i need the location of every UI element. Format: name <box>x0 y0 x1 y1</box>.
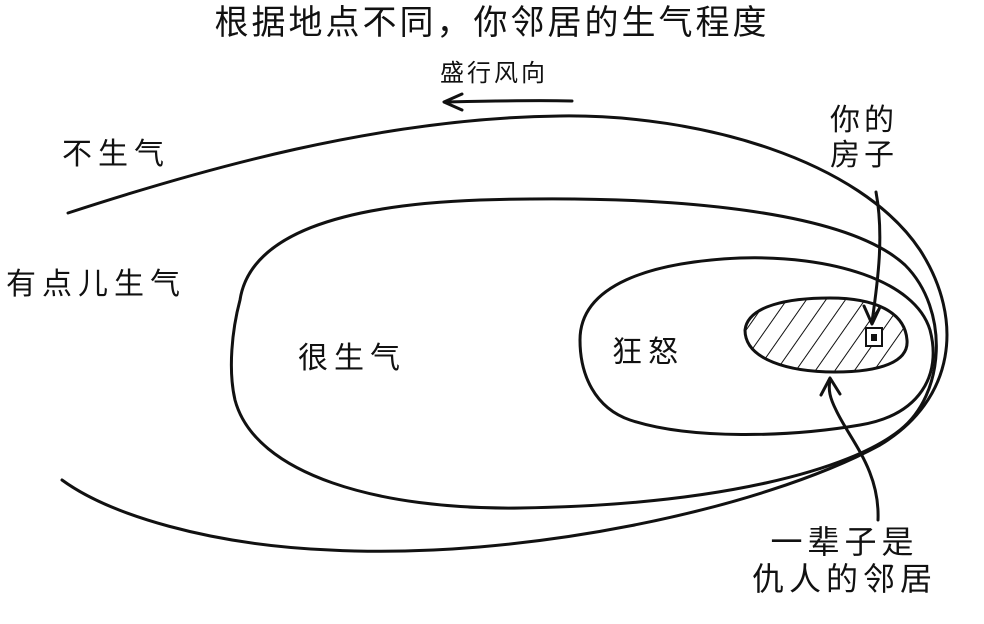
wind-direction-label: 盛行风向 <box>440 59 548 87</box>
zone-label-somewhat-angry: 有点儿生气 <box>6 267 186 302</box>
enemy-pointer-arrow <box>819 376 880 522</box>
house-label: 你的 房子 <box>830 103 898 173</box>
house-label-line-1: 你的 <box>830 103 898 138</box>
contour-not-angry <box>60 114 949 553</box>
contour-somewhat-angry <box>229 197 938 510</box>
enemy-label-line-2: 仇人的邻居 <box>752 559 938 598</box>
contour-furious <box>578 256 935 436</box>
wind-direction-arrow <box>442 92 574 112</box>
enemy-label: 一辈子是 仇人的邻居 <box>752 524 937 598</box>
house-label-line-2: 房子 <box>830 137 898 173</box>
zone-label-not-angry: 不生气 <box>62 137 170 172</box>
enemy-label-line-1: 一辈子是 <box>770 523 919 561</box>
diagram-title: 根据地点不同，你邻居的生气程度 <box>214 3 770 43</box>
zone-label-furious: 狂怒 <box>612 335 684 370</box>
house-pointer-arrow <box>862 190 882 326</box>
house-icon <box>865 327 883 347</box>
enemy-hatched-zone <box>743 296 909 374</box>
zone-label-very-angry: 很生气 <box>298 341 406 376</box>
